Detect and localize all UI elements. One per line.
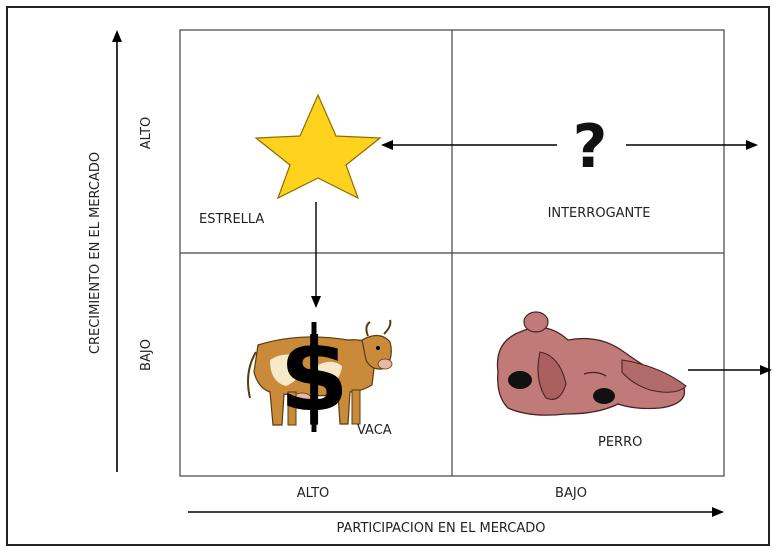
- quadrant-label-question: INTERROGANTE: [548, 206, 651, 221]
- x-axis-label-low: BAJO: [555, 486, 587, 501]
- dollar-sign-icon: $: [279, 317, 349, 434]
- dog-icon: [496, 311, 687, 416]
- x-axis-label-high: ALTO: [297, 486, 330, 501]
- diagram-frame: [6, 6, 770, 546]
- y-axis-label-low: BAJO: [139, 339, 154, 371]
- quadrant-label-cow: VACA: [357, 423, 392, 438]
- x-axis-title: PARTICIPACION EN EL MERCADO: [336, 521, 545, 536]
- quadrant-label-dog: PERRO: [598, 435, 642, 450]
- y-axis-title: CRECIMIENTO EN EL MERCADO: [88, 152, 103, 354]
- question-mark-icon: ?: [573, 112, 608, 182]
- quadrant-label-star: ESTRELLA: [199, 212, 264, 227]
- y-axis-label-high: ALTO: [139, 117, 154, 150]
- star-icon: [254, 93, 382, 200]
